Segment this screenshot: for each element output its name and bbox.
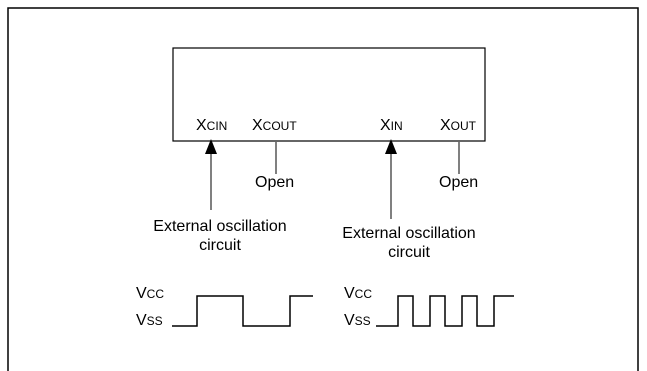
- right-vcc-label: VCC: [344, 285, 373, 302]
- left-vss-label: VSS: [136, 312, 163, 329]
- left-clock-waveform: [172, 295, 313, 327]
- pin-label-xcin: XCIN: [196, 117, 228, 134]
- right-clock-waveform: [376, 295, 514, 327]
- right-vss-label: VSS: [344, 312, 371, 329]
- pin-label-xout: XOUT: [440, 117, 477, 134]
- pin-label-xcout: XCOUT: [252, 117, 297, 134]
- xcin-arrowhead: [205, 139, 217, 154]
- ext-right-line2: circuit: [388, 244, 430, 261]
- ext-right-line1: External oscillation: [342, 225, 476, 242]
- left-vcc-label: VCC: [136, 285, 165, 302]
- chip-body: [172, 47, 486, 142]
- open-label-right: Open: [439, 174, 479, 191]
- xin-arrowhead: [385, 139, 397, 154]
- ext-left-line1: External oscillation: [153, 218, 287, 235]
- external-oscillation-note-left: External oscillation circuit: [140, 217, 300, 255]
- outer-frame: [7, 7, 639, 371]
- external-oscillation-note-right: External oscillation circuit: [329, 224, 489, 262]
- open-label-left: Open: [255, 174, 295, 191]
- ext-left-line2: circuit: [199, 237, 241, 254]
- pin-label-xin: XIN: [380, 117, 403, 134]
